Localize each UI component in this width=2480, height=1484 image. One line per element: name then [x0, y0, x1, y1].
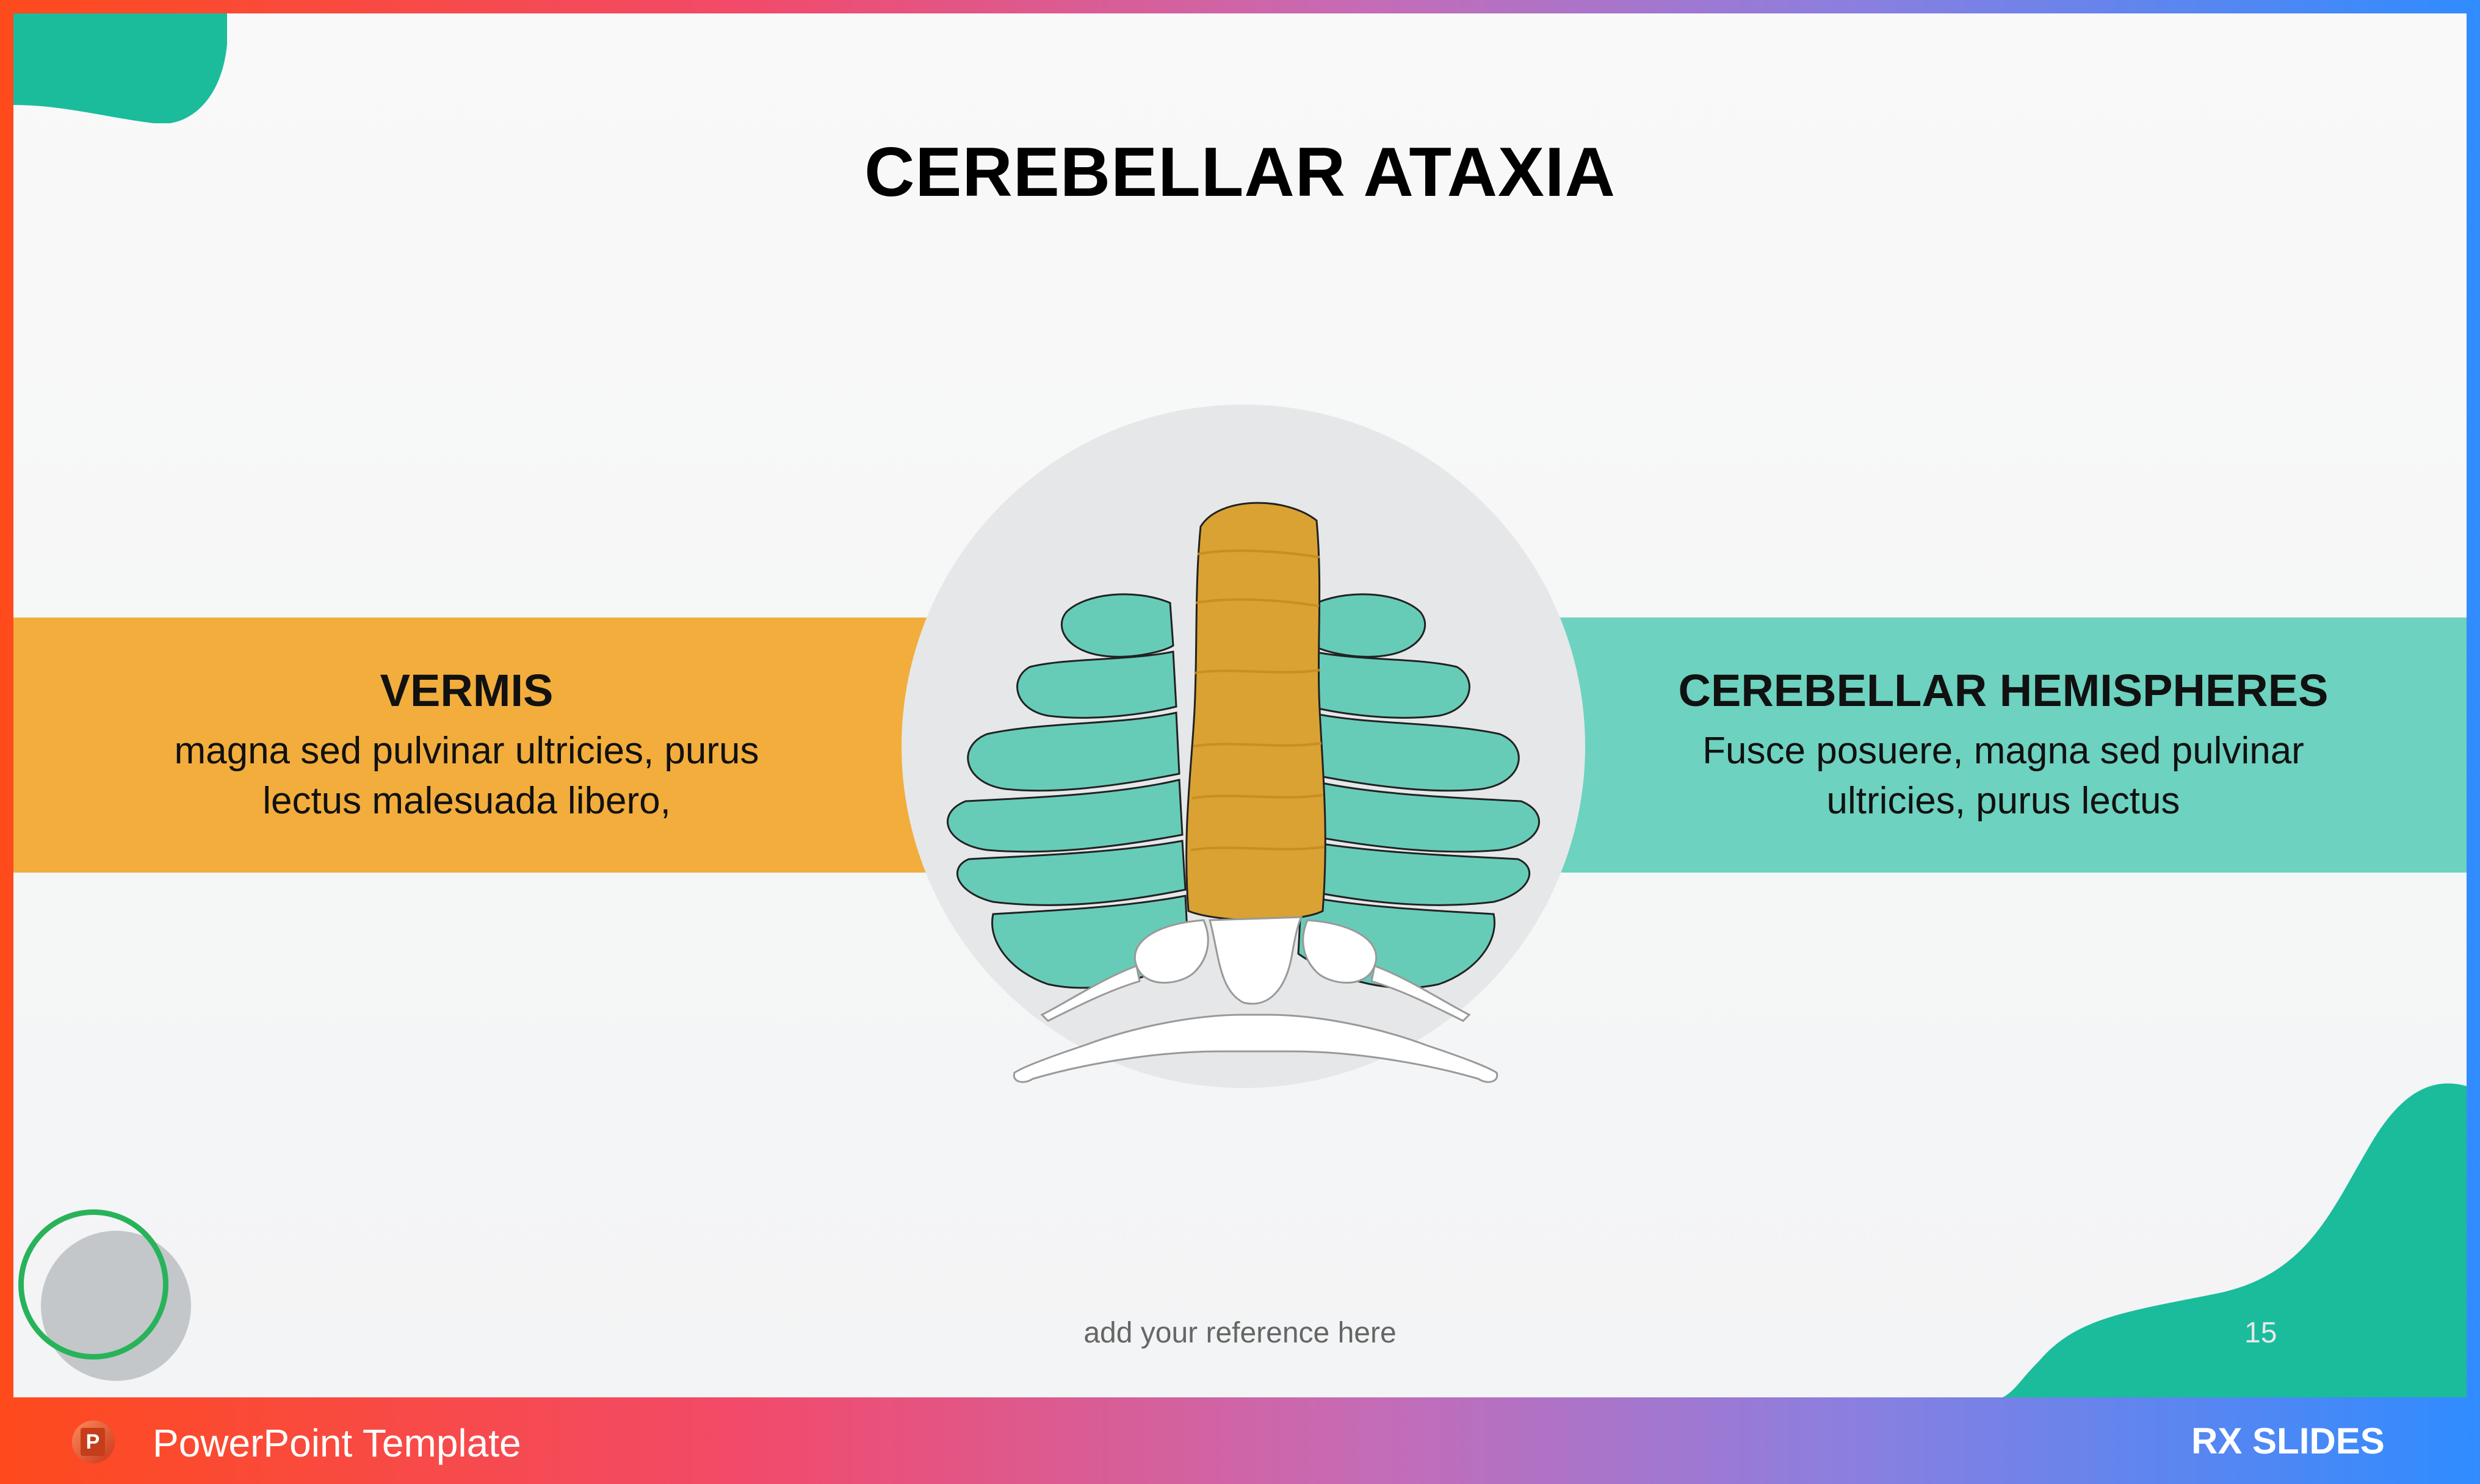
cerebellum-illustration [902, 405, 1585, 1088]
powerpoint-icon-letter: P [81, 1428, 105, 1456]
slide: CEREBELLAR ATAXIA VERMIS magna sed pulvi… [13, 13, 2467, 1397]
bottom-right-blob [2003, 1080, 2467, 1397]
vermis-shape [1187, 503, 1326, 920]
right-folium-2 [1310, 652, 1469, 718]
svg-text:RX SLIDES: RX SLIDES [2191, 1421, 2385, 1461]
hemispheres-heading: CEREBELLAR HEMISPHERES [1679, 665, 2329, 716]
left-folium-3 [968, 713, 1179, 791]
lower-structure [1014, 1015, 1497, 1082]
vermis-body-line-1: magna sed pulvinar ultricies, purus [174, 726, 759, 776]
reference-text: add your reference here [13, 1316, 2467, 1350]
decorative-green-ring [18, 1209, 168, 1360]
vermis-panel: VERMIS magna sed pulvinar ultricies, pur… [13, 618, 947, 873]
page-number: 15 [2244, 1316, 2277, 1350]
right-folium-3 [1307, 713, 1519, 791]
left-folium-1 [1061, 594, 1173, 657]
brainstem-center [1210, 917, 1301, 1004]
footer-bar: P PowerPoint Template RX SLIDES [0, 1397, 2480, 1484]
hemispheres-body-line-2: ultricies, purus lectus [1827, 776, 2180, 826]
right-folium-1 [1314, 594, 1425, 657]
hemispheres-body-line-1: Fusce posuere, magna sed pulvinar [1702, 726, 2304, 776]
vermis-heading: VERMIS [380, 665, 554, 716]
footer-label: PowerPoint Template [153, 1421, 521, 1466]
slide-title: CEREBELLAR ATAXIA [13, 132, 2467, 212]
top-left-blob [13, 13, 227, 123]
vermis-body-line-2: lectus malesuada libero, [262, 776, 671, 826]
hemispheres-panel: CEREBELLAR HEMISPHERES Fusce posuere, ma… [1527, 618, 2467, 873]
rx-slides-logo: RX SLIDES [2191, 1416, 2411, 1471]
left-folium-2 [1018, 652, 1176, 718]
